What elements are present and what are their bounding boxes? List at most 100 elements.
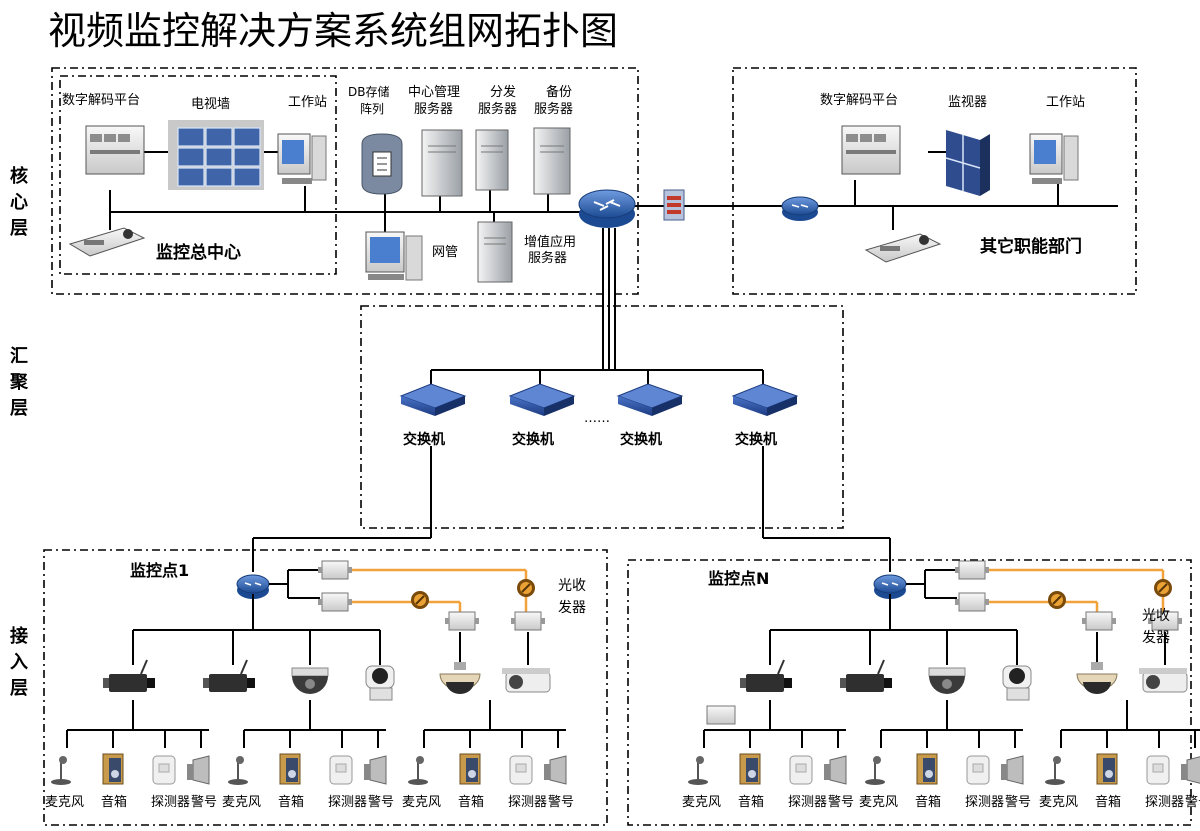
siren-icon [824,755,847,785]
db-storage-icon [361,133,403,195]
siren-icon [1001,755,1024,785]
vas-server-label-1: 增值应用 [524,234,576,250]
device-label-speaker: 音箱 [458,794,484,810]
site1-converter-top [318,560,352,580]
siteN-name: 监控点N [708,569,769,588]
site1-box-camera-1 [103,659,155,692]
layer-acc-char-2: 入 [10,652,28,673]
device-label-detector: 探测器 [788,795,827,810]
other-dept-decoder-platform [841,125,901,175]
hq-keyboard-controller [68,227,146,257]
device-label-siren: 警号 [828,794,854,810]
layer-core-char-1: 核 [10,165,28,187]
device-label-speaker: 音箱 [738,794,764,810]
device-label-siren: 警号 [1005,794,1031,810]
device-label-siren: 警号 [368,794,394,810]
speaker-icon [739,753,761,785]
backup-server-icon [533,127,571,195]
siren-icon [187,755,210,785]
other-dept-workstation [1029,133,1079,184]
other-dept-router-icon [781,196,819,221]
switch-label: 交换机 [512,431,554,448]
detector-icon [1146,755,1170,785]
device-label-speaker: 音箱 [278,794,304,810]
siteN-speed-dome-camera [1076,662,1118,694]
hq-decoder-label: 数字解码平台 [62,93,140,108]
tv-wall-label: 电视墙 [191,97,230,112]
site1-optical-rx-1 [445,611,479,631]
siteN-optical-rx-1 [1082,611,1116,631]
siteN-fiber-connector-icon [1048,591,1066,609]
tv-screen [177,167,205,187]
microphone-icon [228,756,248,785]
mgmt-server-label-2: 服务器 [414,101,453,117]
device-label-microphone: 麦克风 [682,795,721,810]
aggregation-switch-icon [731,383,799,416]
other-dept-workstation-label: 工作站 [1046,95,1085,110]
tv-screen [205,167,233,187]
device-label-siren: 警号 [548,794,574,810]
site1-ptz-camera [365,665,395,701]
detector-icon [789,755,813,785]
siteN-converter-bottom [955,592,989,612]
tv-screen [233,127,261,147]
siteN-dome-camera [928,667,966,694]
device-label-detector: 探测器 [328,795,367,810]
device-label-detector: 探测器 [965,795,1004,810]
siteN-box-camera-2 [840,659,892,692]
backup-server-label-2: 服务器 [534,101,573,117]
aggregation-switch-icon [508,383,576,416]
layer-core-char-2: 心 [10,192,28,213]
aggregation-switch-icon [616,383,684,416]
vas-server-icon [477,221,513,283]
site1-converter-bottom [318,592,352,612]
core-links [109,151,1118,572]
device-label-siren: 警号 [1185,794,1200,810]
core-router-icon [578,189,636,228]
siteN-box-camera-1 [740,659,792,692]
vas-server-label-2: 服务器 [528,250,567,266]
hq-center-box [59,75,337,275]
speaker-icon [279,753,301,785]
other-dept-keyboard-controller [864,233,942,263]
netmgmt-pc-icon [365,231,423,281]
siteN-fiber-connector-icon [1154,579,1172,597]
switch-label: 交换机 [403,431,445,448]
switch-label: 交换机 [620,431,662,448]
tv-screen [205,147,233,167]
other-dept-decoder-label: 数字解码平台 [820,93,898,108]
site1-optical-label-2: 发器 [558,600,586,616]
hq-center-name: 监控总中心 [156,242,241,263]
siteN-optical-label-2: 发器 [1142,630,1170,646]
other-dept-box [732,67,1137,295]
device-label-siren: 警号 [191,794,217,810]
device-label-detector: 探测器 [1145,795,1184,810]
hq-workstation [277,133,327,184]
device-label-speaker: 音箱 [1095,794,1121,810]
db-storage-label-2: 阵列 [360,102,384,116]
site1-router-icon [236,574,270,599]
site1-name: 监控点1 [130,561,189,580]
tv-screen [205,127,233,147]
device-label-detector: 探测器 [508,795,547,810]
hq-decoder-platform [85,125,145,175]
site1-optical-rx-2 [511,611,545,631]
layer-acc-char-3: 层 [10,678,28,699]
netmgmt-label: 网管 [432,245,458,260]
backup-server-label-1: 备份 [546,84,572,100]
layer-label-aggregation: 汇 聚 层 [9,346,29,419]
site1-speed-dome-camera [439,662,481,694]
siteN-optical-label-1: 光收 [1142,608,1170,624]
site1-fiber-connector-icon [517,579,535,597]
siteN-bullet-camera [1139,668,1188,693]
layer-label-core: 核 心 层 [10,165,28,239]
tv-screen [177,127,205,147]
speaker-icon [1096,753,1118,785]
switch-ellipsis: …… [584,411,610,426]
microphone-icon [1045,756,1065,785]
tv-wall [168,120,264,190]
db-storage-label-1: DB存储 [348,84,389,99]
device-label-microphone: 麦克风 [222,795,261,810]
microphone-icon [865,756,885,785]
layer-acc-char-1: 接 [10,625,28,647]
